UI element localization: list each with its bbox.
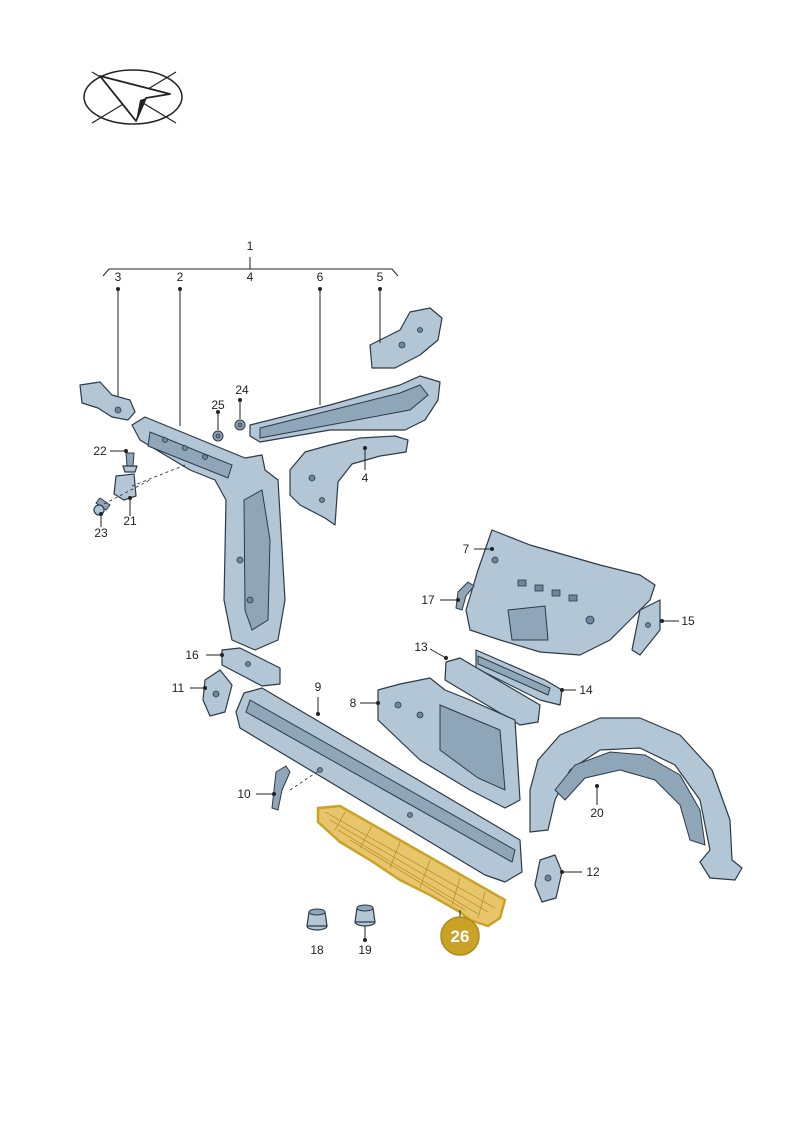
- part-19-plug-icon[interactable]: [354, 904, 376, 927]
- part-11-bracket[interactable]: [202, 669, 233, 717]
- label-part-4-top: 4: [247, 270, 254, 284]
- part-14-cross-member[interactable]: [475, 649, 563, 706]
- label-part-2: 2: [177, 270, 184, 284]
- part-7-rear-panel[interactable]: [465, 529, 656, 656]
- part-5-bracket[interactable]: [369, 307, 443, 369]
- highlight-badge-label: 26: [451, 927, 470, 946]
- leader-lines: [99, 287, 679, 942]
- label-part-15: 15: [681, 614, 695, 628]
- part-6-upper-rail[interactable]: [249, 375, 441, 443]
- part-17-hook[interactable]: [455, 581, 475, 611]
- label-part-18: 18: [310, 943, 324, 957]
- part-22-screw-icon[interactable]: [122, 452, 138, 473]
- label-part-1: 1: [247, 239, 254, 253]
- label-part-10: 10: [237, 787, 251, 801]
- label-part-17: 17: [421, 593, 435, 607]
- label-part-5: 5: [377, 270, 384, 284]
- label-part-13: 13: [414, 640, 428, 654]
- part-25-nut-icon[interactable]: [212, 430, 224, 442]
- part-16-support[interactable]: [221, 647, 281, 687]
- label-part-23: 23: [94, 526, 108, 540]
- part-8-inner-structure[interactable]: [377, 677, 521, 809]
- part-18-plug-icon[interactable]: [306, 908, 328, 931]
- label-part-3: 3: [115, 270, 122, 284]
- label-part-7: 7: [463, 542, 470, 556]
- part-10-hook[interactable]: [271, 765, 291, 811]
- label-part-11: 11: [172, 681, 185, 695]
- label-part-16: 16: [185, 648, 199, 662]
- part-21-clip[interactable]: [113, 473, 137, 501]
- part-4-wheelhouse-piece[interactable]: [289, 435, 409, 526]
- part-9-rocker-panel[interactable]: [235, 687, 523, 883]
- orientation-logo-icon: [83, 69, 183, 125]
- label-part-24: 24: [235, 383, 249, 397]
- part-labels: 1 3 2 4 6 5 25 24 4 22 21 23 7 17 15 13 …: [93, 239, 695, 957]
- label-part-4-bottom: 4: [362, 471, 369, 485]
- part-2-a-pillar[interactable]: [131, 416, 286, 651]
- label-part-25: 25: [211, 398, 225, 412]
- part-24-nut-icon[interactable]: [234, 419, 246, 431]
- label-part-22: 22: [93, 444, 107, 458]
- part-15-bracket[interactable]: [631, 599, 661, 656]
- label-part-19: 19: [358, 943, 372, 957]
- group-bracket-1: [102, 257, 399, 277]
- label-part-8: 8: [350, 696, 357, 710]
- label-part-20: 20: [590, 806, 604, 820]
- label-part-9: 9: [315, 680, 322, 694]
- part-20-wheel-arch-liner[interactable]: [529, 717, 743, 881]
- label-part-14: 14: [579, 683, 593, 697]
- part-13-bracket[interactable]: [444, 657, 541, 726]
- label-part-21: 21: [123, 514, 137, 528]
- part-3-bracket[interactable]: [79, 381, 136, 421]
- highlight-badge-26[interactable]: 26: [440, 916, 480, 956]
- label-part-6: 6: [317, 270, 324, 284]
- label-part-12: 12: [586, 865, 600, 879]
- part-12-bracket[interactable]: [534, 854, 563, 903]
